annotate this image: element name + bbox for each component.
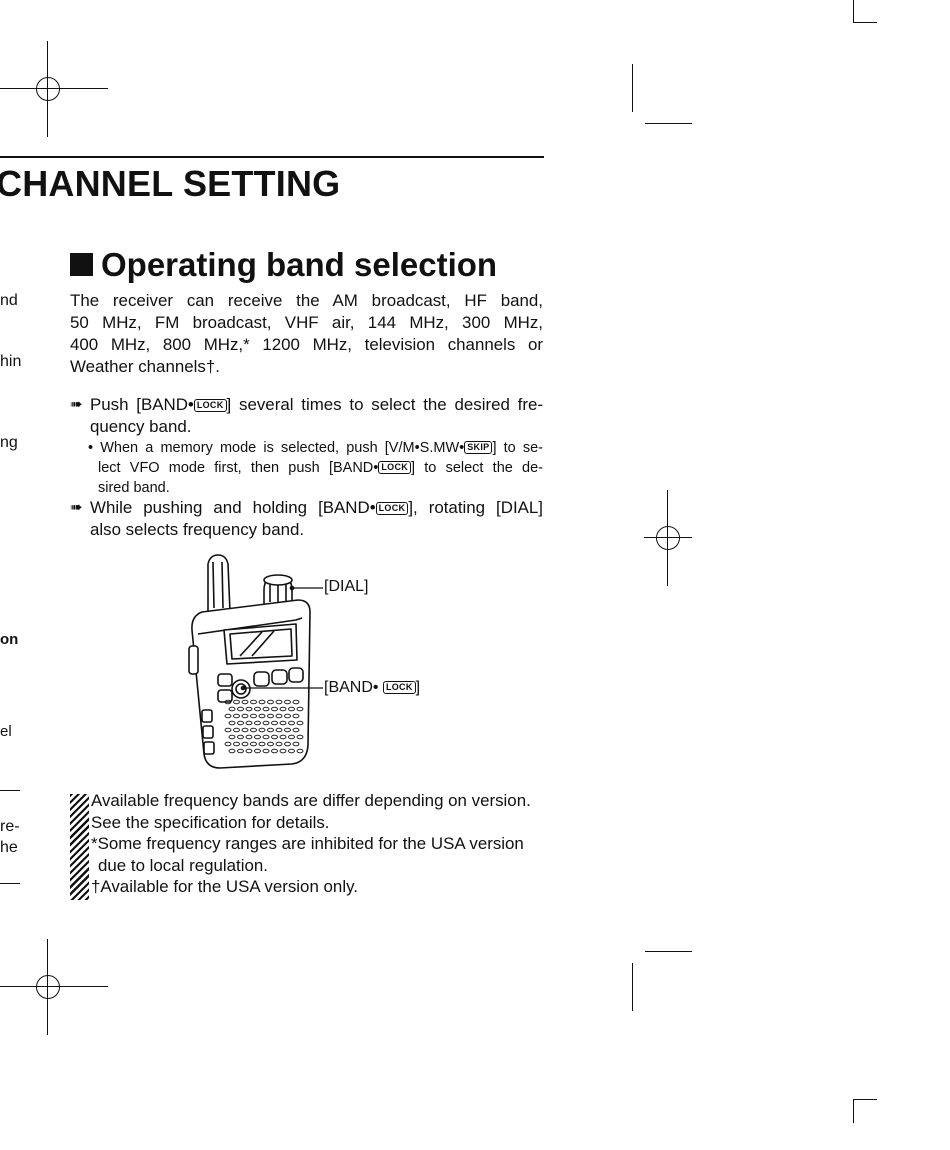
left-column-fragment: el (0, 723, 12, 740)
crop-mark (853, 1099, 854, 1123)
arrow-right-icon: ➠ (70, 396, 83, 413)
step-line: Push [BAND•LOCK] several times to select… (90, 395, 543, 414)
left-column-rule (0, 790, 20, 791)
intro-line: 50 MHz, FM broadcast, VHF air, 144 MHz, … (70, 313, 543, 332)
dial-callout: [DIAL] (324, 578, 369, 595)
header-rule (0, 156, 544, 158)
step-push-band: ➠ Push [BAND•LOCK] several times to sele… (70, 394, 543, 438)
left-column-fragment: on (0, 631, 19, 648)
note-line: sired band. (98, 480, 170, 496)
note-line: • When a memory mode is selected, push [… (88, 440, 543, 456)
registration-mark (0, 939, 108, 1035)
left-column-fragment: ng (0, 434, 18, 451)
left-column-fragment: he (0, 839, 18, 856)
left-column-fragment: hin (0, 353, 22, 370)
crop-mark (632, 64, 633, 112)
hatched-note-icon (70, 794, 89, 900)
band-lock-callout: [BAND• LOCK] (324, 679, 421, 696)
crop-mark (853, 1099, 877, 1100)
crop-mark (853, 0, 854, 22)
left-column-fragment: nd (0, 292, 18, 309)
note-line: *Some frequency ranges are inhibited for… (91, 834, 524, 853)
note-line: due to local regulation. (98, 855, 268, 875)
memory-mode-note: • When a memory mode is selected, push [… (70, 438, 543, 498)
intro-line: 400 MHz, 800 MHz,* 1200 MHz, television … (70, 335, 543, 354)
black-square-icon (70, 253, 93, 276)
note-line: lect VFO mode first, then push [BAND•LOC… (98, 460, 543, 476)
step-line: While pushing and holding [BAND•LOCK], r… (90, 498, 543, 517)
version-note: Available frequency bands are differ dep… (70, 790, 550, 900)
intro-line: The receiver can receive the AM broadcas… (70, 291, 543, 310)
step-line: quency band. (90, 417, 192, 436)
receiver-illustration (188, 554, 323, 769)
arrow-right-icon: ➠ (70, 499, 83, 516)
step-hold-band-dial: ➠ While pushing and holding [BAND•LOCK],… (70, 497, 543, 541)
lock-key-icon: LOCK (193, 399, 227, 412)
chapter-title: CHANNEL SETTING (0, 163, 341, 204)
note-line: Available frequency bands are differ dep… (91, 791, 531, 810)
crop-mark (853, 22, 877, 23)
step-line: also selects frequency band. (90, 520, 305, 539)
section-title: Operating band selection (101, 246, 498, 283)
note-line: See the specification for details. (91, 812, 330, 832)
intro-paragraph: The receiver can receive the AM broadcas… (70, 290, 543, 378)
lock-key-icon: LOCK (382, 681, 416, 694)
left-column-fragment: re- (0, 818, 20, 835)
crop-mark (632, 963, 633, 1011)
note-line: †Available for the USA version only. (91, 877, 358, 896)
lock-key-icon: LOCK (375, 502, 409, 515)
intro-line: Weather channels†. (70, 357, 220, 376)
left-column-rule (0, 883, 20, 884)
crop-mark (645, 123, 692, 124)
crop-mark (645, 951, 692, 952)
lock-key-icon: LOCK (378, 461, 412, 474)
registration-mark (644, 490, 692, 586)
registration-mark (0, 41, 108, 137)
skip-key-icon: SKIP (464, 441, 493, 454)
section-heading: Operating band selection (70, 246, 497, 284)
